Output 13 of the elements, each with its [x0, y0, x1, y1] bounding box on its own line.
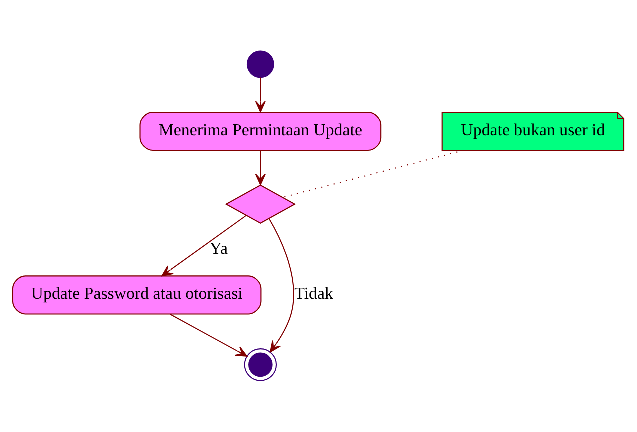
- node-diamond: [225, 184, 296, 224]
- arrow: [255, 150, 266, 186]
- node-box: Menerima Permintaan Update: [140, 112, 382, 152]
- node-circle: [244, 348, 278, 382]
- arrow: [162, 215, 247, 277]
- connector: [282, 150, 464, 198]
- node-box: Update Password atau otorisasi: [12, 276, 262, 315]
- edge-label: Ya: [210, 238, 228, 258]
- arrow: [268, 218, 294, 353]
- arrow: [170, 314, 248, 357]
- edge-label: Tidak: [294, 284, 334, 304]
- arrow: [255, 78, 266, 113]
- node-circle: [246, 50, 274, 78]
